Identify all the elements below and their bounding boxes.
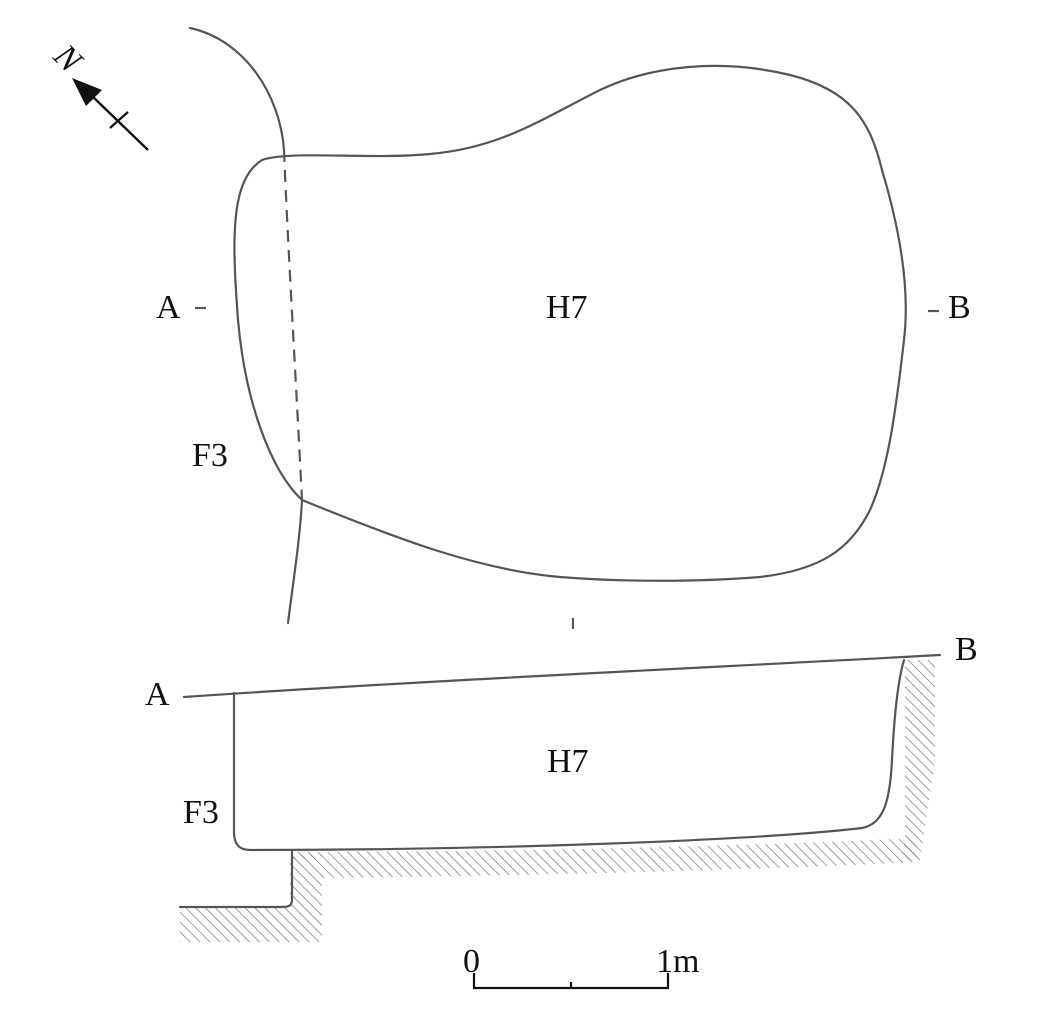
scale-bar: 0 1m: [463, 943, 699, 990]
section-label-a: A: [145, 676, 170, 713]
hatch-step: [180, 855, 322, 942]
plan-view: A B H7 F3: [156, 26, 971, 629]
hatch-bottom: [292, 838, 918, 878]
plan-label-a: A: [156, 289, 181, 326]
scale-zero-label: 0: [463, 943, 480, 980]
f3-boundary-line: [188, 26, 286, 152]
h7-section-profile: [232, 658, 906, 852]
section-label-h7: H7: [547, 743, 589, 780]
f3-section-step: [178, 849, 294, 909]
section-label-b: B: [955, 631, 978, 668]
north-arrow: N: [46, 37, 149, 151]
north-label: N: [46, 37, 91, 82]
plan-label-f3: F3: [192, 437, 228, 474]
h7-pit-outline: [233, 64, 907, 582]
section-label-f3: F3: [183, 794, 219, 831]
scale-end-label: 1m: [656, 943, 699, 980]
plan-label-h7: H7: [546, 289, 588, 326]
f3-boundary-lower: [286, 498, 304, 625]
hatch-right-wall: [900, 660, 935, 862]
f3-boundary-dashed: [282, 149, 304, 501]
section-view: A B H7 F3: [145, 631, 978, 942]
plan-label-b: B: [948, 289, 971, 326]
section-surface-line: [182, 653, 942, 699]
